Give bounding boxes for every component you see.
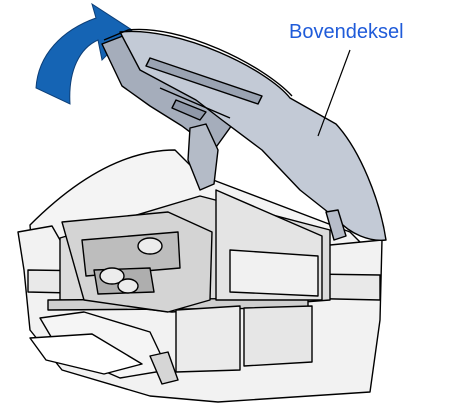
- top-cover-label: Bovendeksel: [289, 21, 404, 43]
- printer-body: [17, 149, 383, 403]
- top-cover: [101, 28, 387, 241]
- curved-arrow-up-icon: [35, 2, 133, 105]
- callout-leader: [317, 49, 351, 137]
